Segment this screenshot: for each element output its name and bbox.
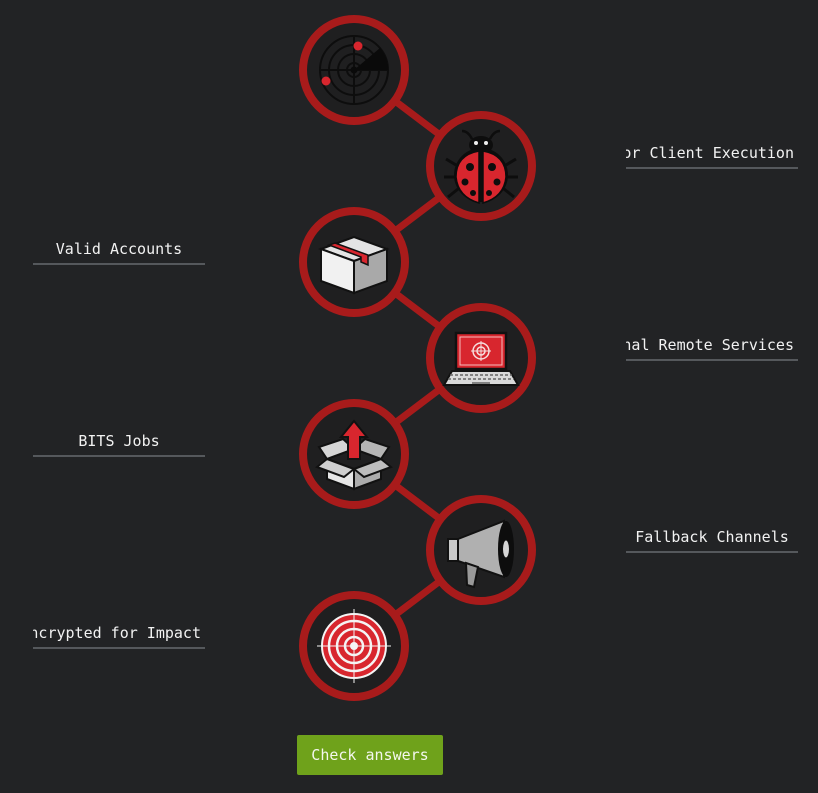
step-4-label[interactable]: nal Remote Services	[626, 333, 798, 361]
step-4-node	[426, 303, 536, 413]
megaphone-icon	[447, 519, 514, 589]
check-answers-button[interactable]: Check answers	[297, 735, 443, 775]
step-5-label[interactable]: BITS Jobs	[33, 429, 205, 457]
package-icon	[318, 235, 390, 295]
radar-icon	[319, 35, 389, 105]
step-7-label[interactable]: ncrypted for Impact	[33, 621, 205, 649]
target-icon	[317, 609, 391, 683]
step-2-label[interactable]: or Client Execution	[626, 141, 798, 169]
ladybug-icon	[444, 129, 518, 204]
step-5-node	[299, 399, 409, 509]
open-box-upload-icon	[314, 419, 394, 491]
step-7-node	[299, 591, 409, 701]
step-1-node	[299, 15, 409, 125]
step-6-label[interactable]: Fallback Channels	[626, 525, 798, 553]
step-6-node	[426, 495, 536, 605]
laptop-target-icon	[442, 331, 520, 386]
step-2-node	[426, 111, 536, 221]
step-3-node	[299, 207, 409, 317]
step-3-label[interactable]: Valid Accounts	[33, 237, 205, 265]
